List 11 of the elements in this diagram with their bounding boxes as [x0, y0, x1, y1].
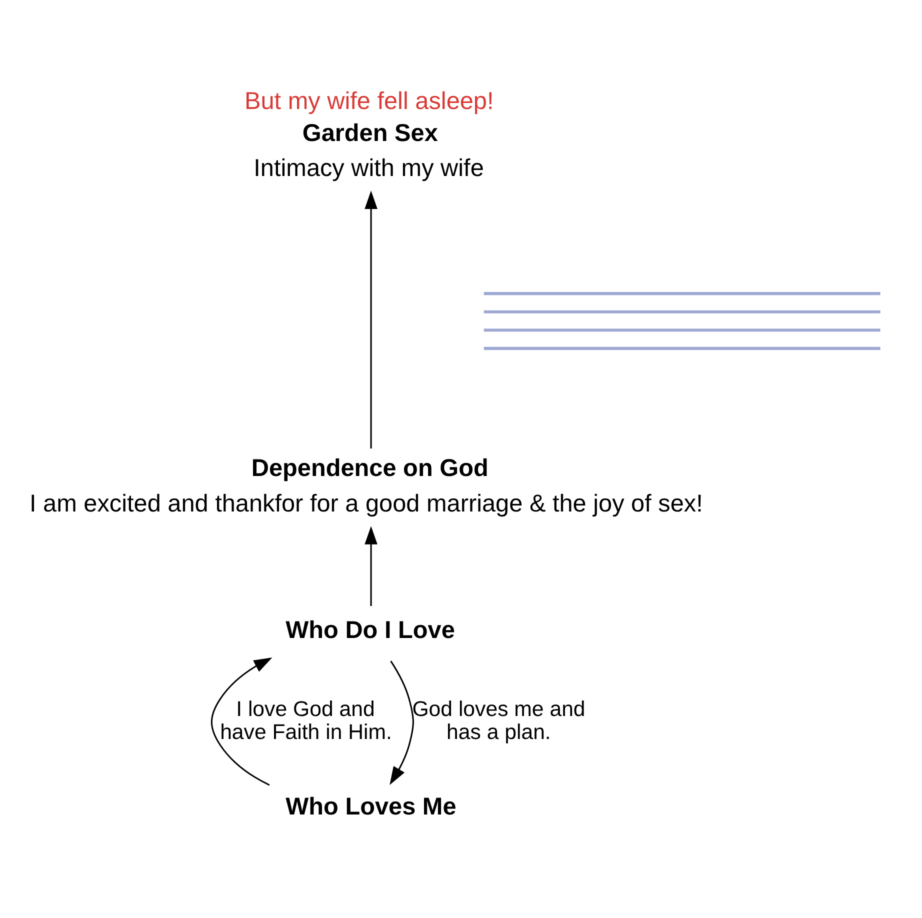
arrow — [364, 526, 378, 606]
node-text: Garden Sex Intimacy with my wife — [254, 120, 484, 182]
node-text: Who Loves Me — [286, 794, 456, 821]
edge-label: I love God and have Faith in Him. — [220, 697, 392, 744]
arrow — [364, 190, 378, 448]
arrow — [390, 660, 414, 785]
node-text: Who Do I Love — [286, 616, 455, 644]
arrow — [210, 658, 272, 786]
node-text: Dependence on God I am excited and thankfor for a good marriage & the joy of sex! — [29, 455, 703, 518]
edge-label: God loves me and has a plan. — [412, 697, 586, 744]
node-label: But my wife fell asleep! — [244, 88, 494, 115]
